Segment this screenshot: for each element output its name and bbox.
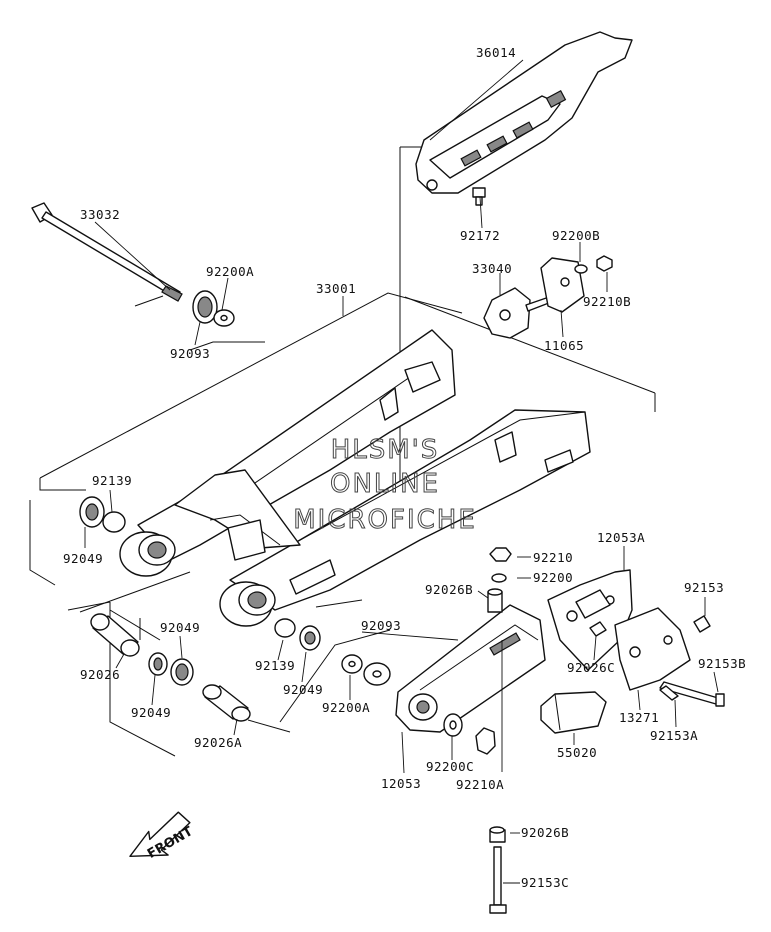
block-55020 xyxy=(540,691,607,734)
washer-92200C xyxy=(443,713,463,737)
washer-92200A-low xyxy=(341,654,363,674)
label-92153: 92153 xyxy=(684,580,724,595)
pin-92026C xyxy=(589,621,607,637)
label-55020: 55020 xyxy=(557,745,597,760)
chain-guard-36014 xyxy=(415,31,633,194)
bolt-92153A xyxy=(659,685,679,701)
label-92172: 92172 xyxy=(460,228,500,243)
label-36014: 36014 xyxy=(476,45,516,60)
axle-33032 xyxy=(31,202,183,302)
nut-92210 xyxy=(489,547,512,562)
label-33040: 33040 xyxy=(472,261,512,276)
front-direction-arrow: FRONT xyxy=(129,811,196,862)
bushing-92049-left xyxy=(79,496,105,528)
sleeve-92026 xyxy=(90,613,140,657)
leader-lines xyxy=(84,59,719,884)
label-92139-mid: 92139 xyxy=(255,658,295,673)
bracket-13271 xyxy=(614,607,691,691)
seal-92049-b xyxy=(170,658,194,686)
label-92026B-low: 92026B xyxy=(521,825,569,840)
collar-92093 xyxy=(192,290,218,324)
label-92210: 92210 xyxy=(533,550,573,565)
watermark-line-1: HLSM'S xyxy=(331,435,440,465)
bolt-92172 xyxy=(472,187,486,206)
chain-adjuster-33040 xyxy=(483,287,555,339)
collar-92026B-mid xyxy=(487,588,503,613)
collar-92026B-low xyxy=(489,826,506,843)
label-33032: 33032 xyxy=(80,207,120,222)
bolt-92153 xyxy=(693,615,711,633)
group-outline xyxy=(29,146,656,757)
seal-92049-mid xyxy=(299,625,321,651)
label-92026A: 92026A xyxy=(194,735,242,750)
label-92200C: 92200C xyxy=(426,759,474,774)
label-92153A: 92153A xyxy=(650,728,698,743)
sleeve-92026A xyxy=(202,684,251,722)
label-12053: 12053 xyxy=(381,776,421,791)
swing-arm-33001 xyxy=(119,329,591,627)
bracket-12053A xyxy=(547,569,633,671)
chain-slider-12053 xyxy=(395,604,546,733)
bolt-92153B xyxy=(659,681,725,707)
watermark: HLSM'S ONLINE MICROFICHE xyxy=(293,435,477,536)
plate-11065 xyxy=(540,257,585,313)
label-92200: 92200 xyxy=(533,570,573,585)
washer-92200B xyxy=(574,264,588,274)
collar-92139-mid xyxy=(274,618,296,638)
label-92026B-mid: 92026B xyxy=(425,582,473,597)
collar-92093-mid xyxy=(363,662,391,686)
label-92210A: 92210A xyxy=(456,777,504,792)
washer-92200A-top xyxy=(213,309,235,327)
label-92200A-top: 92200A xyxy=(206,264,254,279)
label-33001: 33001 xyxy=(316,281,356,296)
label-92049-m2: 92049 xyxy=(283,682,323,697)
bolt-92153C xyxy=(489,846,507,914)
label-13271: 13271 xyxy=(619,710,659,725)
label-92093-mid: 92093 xyxy=(361,618,401,633)
washer-92200 xyxy=(491,573,507,583)
nut-92210A xyxy=(475,727,496,755)
label-92049-mid: 92049 xyxy=(160,620,200,635)
label-92093-top: 92093 xyxy=(170,346,210,361)
label-92026: 92026 xyxy=(80,667,120,682)
label-92139-left: 92139 xyxy=(92,473,132,488)
label-92153B: 92153B xyxy=(698,656,746,671)
label-92049-left: 92049 xyxy=(63,551,103,566)
label-12053A: 12053A xyxy=(597,530,645,545)
label-92026C: 92026C xyxy=(567,660,615,675)
label-92200A-low: 92200A xyxy=(322,700,370,715)
label-92200B: 92200B xyxy=(552,228,600,243)
nut-92210B xyxy=(596,255,613,272)
watermark-line-3: MICROFICHE xyxy=(293,505,477,535)
seal-92049-a xyxy=(148,652,168,676)
label-92210B: 92210B xyxy=(583,294,631,309)
label-92153C: 92153C xyxy=(521,875,569,890)
part-labels: 36014 92172 33032 92200A 92093 33001 330… xyxy=(63,45,746,890)
label-11065: 11065 xyxy=(544,338,584,353)
watermark-line-2: ONLINE xyxy=(330,469,440,499)
collar-92139-left xyxy=(102,511,126,533)
label-92049-low: 92049 xyxy=(131,705,171,720)
